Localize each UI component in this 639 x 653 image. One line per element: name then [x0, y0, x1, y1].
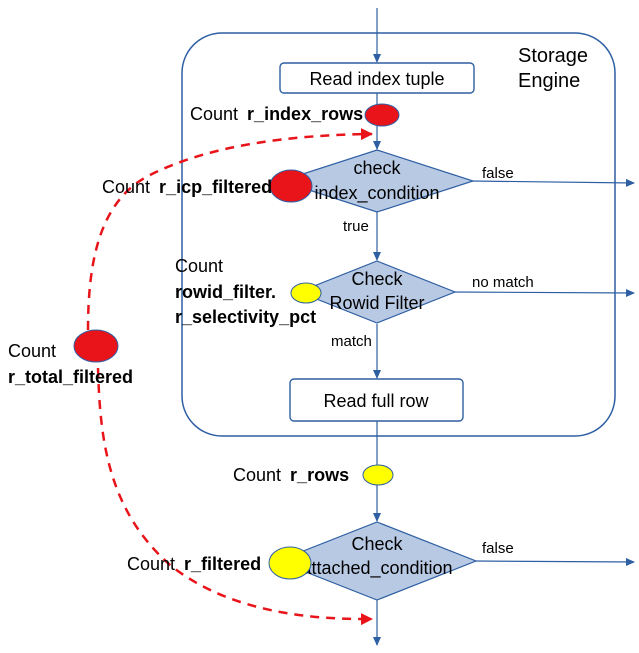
counter-r-rows-dot [362, 464, 394, 486]
check-index-condition-label-line2: index_condition [314, 183, 439, 204]
read-index-tuple-box [279, 62, 475, 94]
flow-attached-false-exit [472, 557, 635, 566]
counter-r-icp-filtered-dot [269, 169, 313, 203]
check-index-condition-label-line1: check [353, 158, 401, 178]
counter-r-index-rows-label: Count r_index_rows [190, 104, 363, 124]
counter-r-total-filtered-dot [73, 329, 119, 363]
counter-r-total-filtered-prefix: Count [8, 341, 56, 361]
edge-label-attached-false: false [482, 540, 514, 557]
read-full-row-label: Read full row [323, 391, 429, 411]
flow-rowid-no-match-exit [452, 288, 635, 297]
counter-r-rows-label: Count r_rows [233, 465, 349, 485]
storage-engine-label-line1: Storage [518, 45, 588, 67]
storage-engine-label-line2: Engine [518, 70, 580, 92]
edge-label-rowid-match: match [331, 333, 372, 350]
counter-r-total-filtered-name: r_total_filtered [8, 367, 133, 387]
read-full-row-box [289, 378, 464, 422]
counter-rowid-filter-prefix: Count [175, 256, 223, 276]
counter-r-index-rows-dot [364, 103, 400, 127]
check-attached-condition-label-line1: Check [351, 534, 403, 554]
counter-rowid-filter-name-line2: r_selectivity_pct [175, 307, 316, 327]
counter-rowid-filter-name-line1: rowid_filter. [175, 282, 276, 302]
check-attached-condition-diamond [276, 521, 478, 601]
read-index-tuple-label: Read index tuple [309, 69, 444, 89]
counter-r-filtered-dot [268, 546, 312, 580]
counter-r-icp-filtered-label: Count r_icp_filtered [102, 177, 272, 197]
edge-label-rowid-no-match: no match [472, 274, 534, 291]
check-rowid-filter-label-line1: Check [351, 269, 403, 289]
edge-label-index-false: false [482, 165, 514, 182]
edge-label-index-true: true [343, 218, 369, 235]
check-index-condition-diamond [279, 149, 475, 213]
dashed-arrow-to-index-rows [86, 128, 373, 331]
flow-index-false-exit [470, 178, 635, 187]
counter-r-filtered-label: Count r_filtered [127, 554, 261, 574]
dashed-arrow-to-exit [96, 367, 373, 626]
storage-engine-container [181, 32, 616, 437]
check-rowid-filter-diamond [297, 260, 457, 324]
check-rowid-filter-label-line2: Rowid Filter [329, 293, 424, 313]
check-attached-condition-label-line2: attached_condition [301, 558, 452, 579]
counter-rowid-filter-dot [290, 282, 322, 304]
